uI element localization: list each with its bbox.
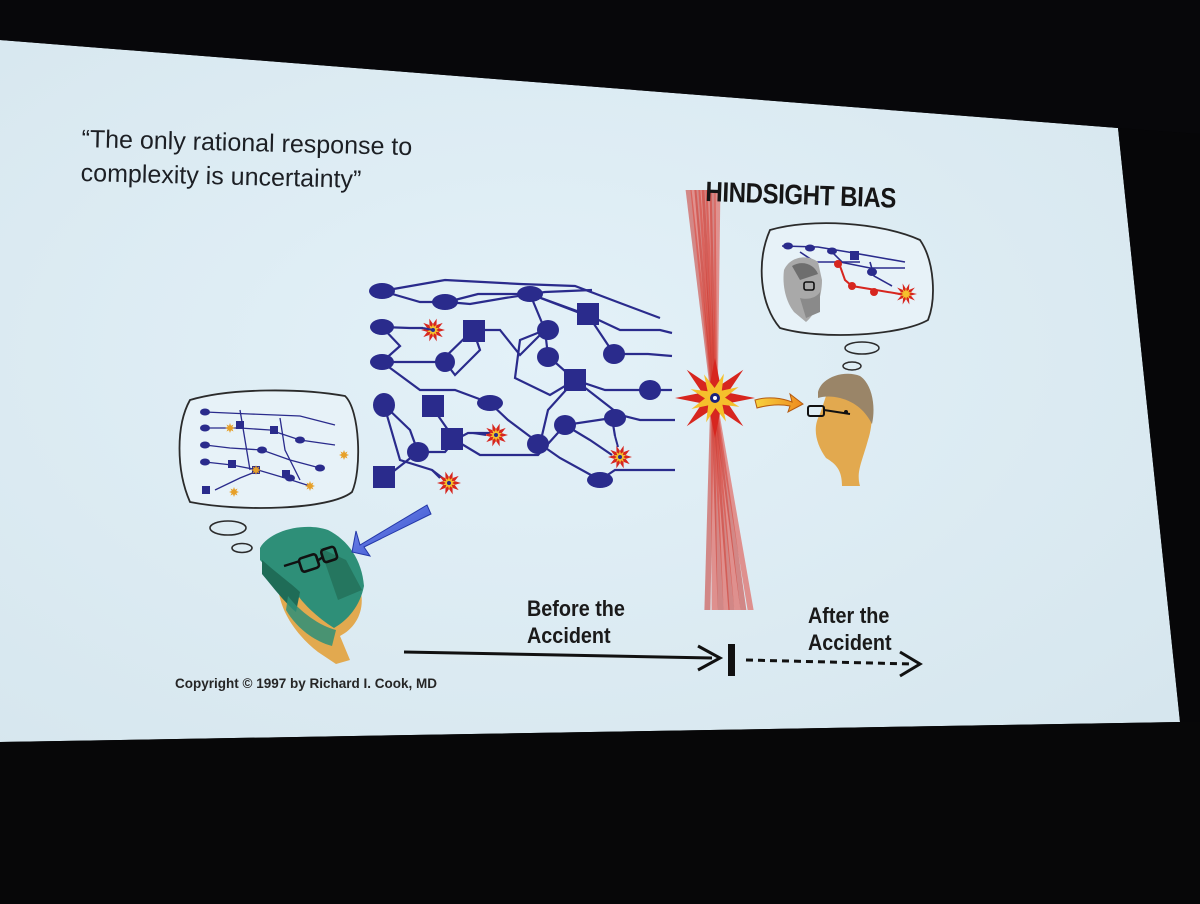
hindsight-beam — [685, 190, 754, 610]
after-label-line1: After the — [808, 603, 890, 628]
surgeon-thought-bubble — [178, 389, 360, 554]
before-label-line1: Before the — [527, 596, 625, 621]
accident-marker — [728, 644, 735, 676]
after-accident-label: After the Accident — [808, 602, 892, 656]
surgeon-figure — [260, 526, 364, 664]
slide-quote: “The only rational response to complexit… — [80, 124, 413, 194]
accident-explosion — [675, 358, 755, 438]
after-label-line2: Accident — [808, 630, 892, 655]
hindsight-bias-title: HINDSIGHT BIAS — [704, 176, 897, 214]
before-label-line2: Accident — [527, 623, 611, 648]
failure-bursts — [421, 318, 632, 495]
surgeon-focus-arrow — [351, 504, 432, 557]
copyright-notice: Copyright © 1997 by Richard I. Cook, MD — [175, 676, 437, 691]
dark-floor — [0, 722, 1200, 900]
before-accident-label: Before the Accident — [527, 595, 625, 649]
network-nodes — [369, 283, 661, 488]
hindsight-arrow — [754, 392, 804, 414]
observer-figure — [807, 373, 874, 486]
timeline — [403, 644, 923, 678]
observer-thought-bubble — [760, 222, 934, 371]
